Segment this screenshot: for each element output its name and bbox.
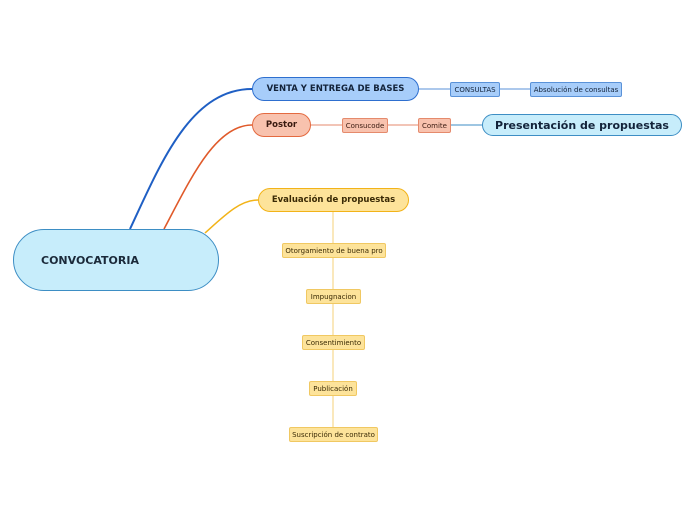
node-presentacion-propuestas[interactable]: Presentación de propuestas bbox=[482, 114, 682, 136]
node-otorgamiento[interactable]: Otorgamiento de buena pro bbox=[282, 243, 386, 258]
node-label-consucode: Consucode bbox=[345, 121, 385, 130]
node-consultas[interactable]: CONSULTAS bbox=[450, 82, 500, 97]
node-label-comite: Comite bbox=[422, 121, 447, 130]
branch-label-postor: Postor bbox=[265, 120, 298, 130]
node-impugnacion[interactable]: Impugnacion bbox=[306, 289, 361, 304]
node-label-presentacion: Presentación de propuestas bbox=[495, 118, 669, 132]
connector-root-venta bbox=[129, 88, 253, 230]
node-label-suscripcion: Suscripción de contrato bbox=[292, 430, 375, 439]
node-suscripcion-contrato[interactable]: Suscripción de contrato bbox=[289, 427, 378, 442]
node-consentimiento[interactable]: Consentimiento bbox=[302, 335, 365, 350]
branch-node-postor[interactable]: Postor bbox=[252, 113, 311, 137]
root-node-convocatoria[interactable]: CONVOCATORIA bbox=[13, 229, 219, 291]
node-consucode[interactable]: Consucode bbox=[342, 118, 388, 133]
branch-node-evaluacion[interactable]: Evaluación de propuestas bbox=[258, 188, 409, 212]
connector-root-postor bbox=[163, 124, 253, 230]
root-label: CONVOCATORIA bbox=[41, 253, 139, 267]
connector-root-evaluacion bbox=[204, 199, 259, 234]
node-publicacion[interactable]: Publicación bbox=[309, 381, 357, 396]
node-label-absolucion: Absolución de consultas bbox=[533, 85, 619, 94]
node-label-impugnacion: Impugnacion bbox=[310, 292, 357, 301]
node-comite[interactable]: Comite bbox=[418, 118, 451, 133]
node-absolucion-consultas[interactable]: Absolución de consultas bbox=[530, 82, 622, 97]
node-label-consultas: CONSULTAS bbox=[454, 85, 496, 94]
branch-label-evaluacion: Evaluación de propuestas bbox=[271, 195, 396, 205]
branch-label-venta: VENTA Y ENTREGA DE BASES bbox=[266, 84, 405, 94]
node-label-consentimiento: Consentimiento bbox=[305, 338, 362, 347]
branch-node-venta[interactable]: VENTA Y ENTREGA DE BASES bbox=[252, 77, 419, 101]
node-label-publicacion: Publicación bbox=[313, 384, 353, 393]
node-label-otorgamiento: Otorgamiento de buena pro bbox=[285, 246, 383, 255]
